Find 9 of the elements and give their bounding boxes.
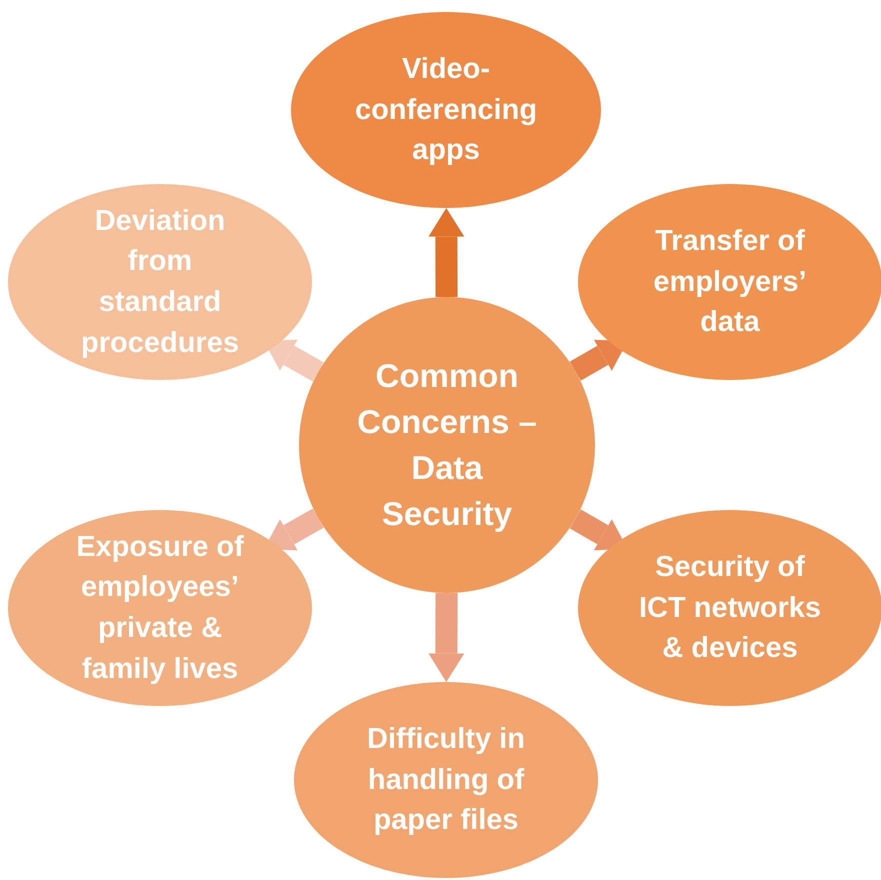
topic-text: Deviation from standard procedures (80, 204, 240, 361)
block-arrow (428, 592, 464, 682)
topic-text: Video-conferencing apps (354, 52, 538, 168)
center-title: Common Concerns – Data Security (356, 356, 538, 534)
topic-text: Transfer of employers’ data (652, 224, 808, 340)
topic-text: Exposure of employees’ private & family lives (75, 530, 245, 687)
block-arrow (428, 208, 464, 298)
topic-text: Difficulty in handling of paper files (366, 722, 526, 838)
topic-text: Security of ICT networks & devices (638, 550, 822, 666)
